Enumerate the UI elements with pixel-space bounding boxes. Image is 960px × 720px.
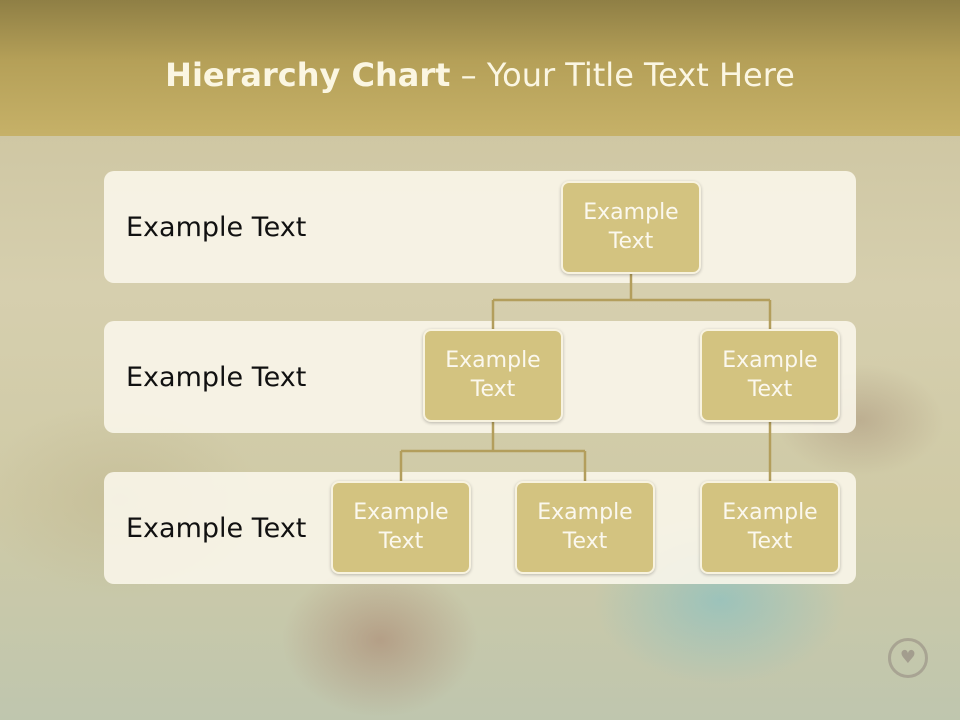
node-level2-left[interactable]: Example Text	[423, 329, 563, 422]
node-level3-middle[interactable]: Example Text	[515, 481, 655, 574]
page-title: Hierarchy Chart – Your Title Text Here	[0, 56, 960, 94]
level-band-1	[104, 171, 856, 283]
node-level2-right[interactable]: Example Text	[700, 329, 840, 422]
level-label-2: Example Text	[126, 362, 307, 393]
title-band	[0, 0, 960, 136]
connector-root	[491, 274, 772, 329]
level-label-3: Example Text	[126, 513, 307, 544]
node-level3-left[interactable]: Example Text	[331, 481, 471, 574]
title-rest: – Your Title Text Here	[450, 56, 795, 94]
node-level3-right[interactable]: Example Text	[700, 481, 840, 574]
connector-left	[399, 422, 587, 481]
node-root[interactable]: Example Text	[561, 181, 701, 274]
level-label-1: Example Text	[126, 212, 307, 243]
heart-logo-icon: ♥	[888, 638, 928, 678]
title-bold: Hierarchy Chart	[165, 56, 451, 94]
